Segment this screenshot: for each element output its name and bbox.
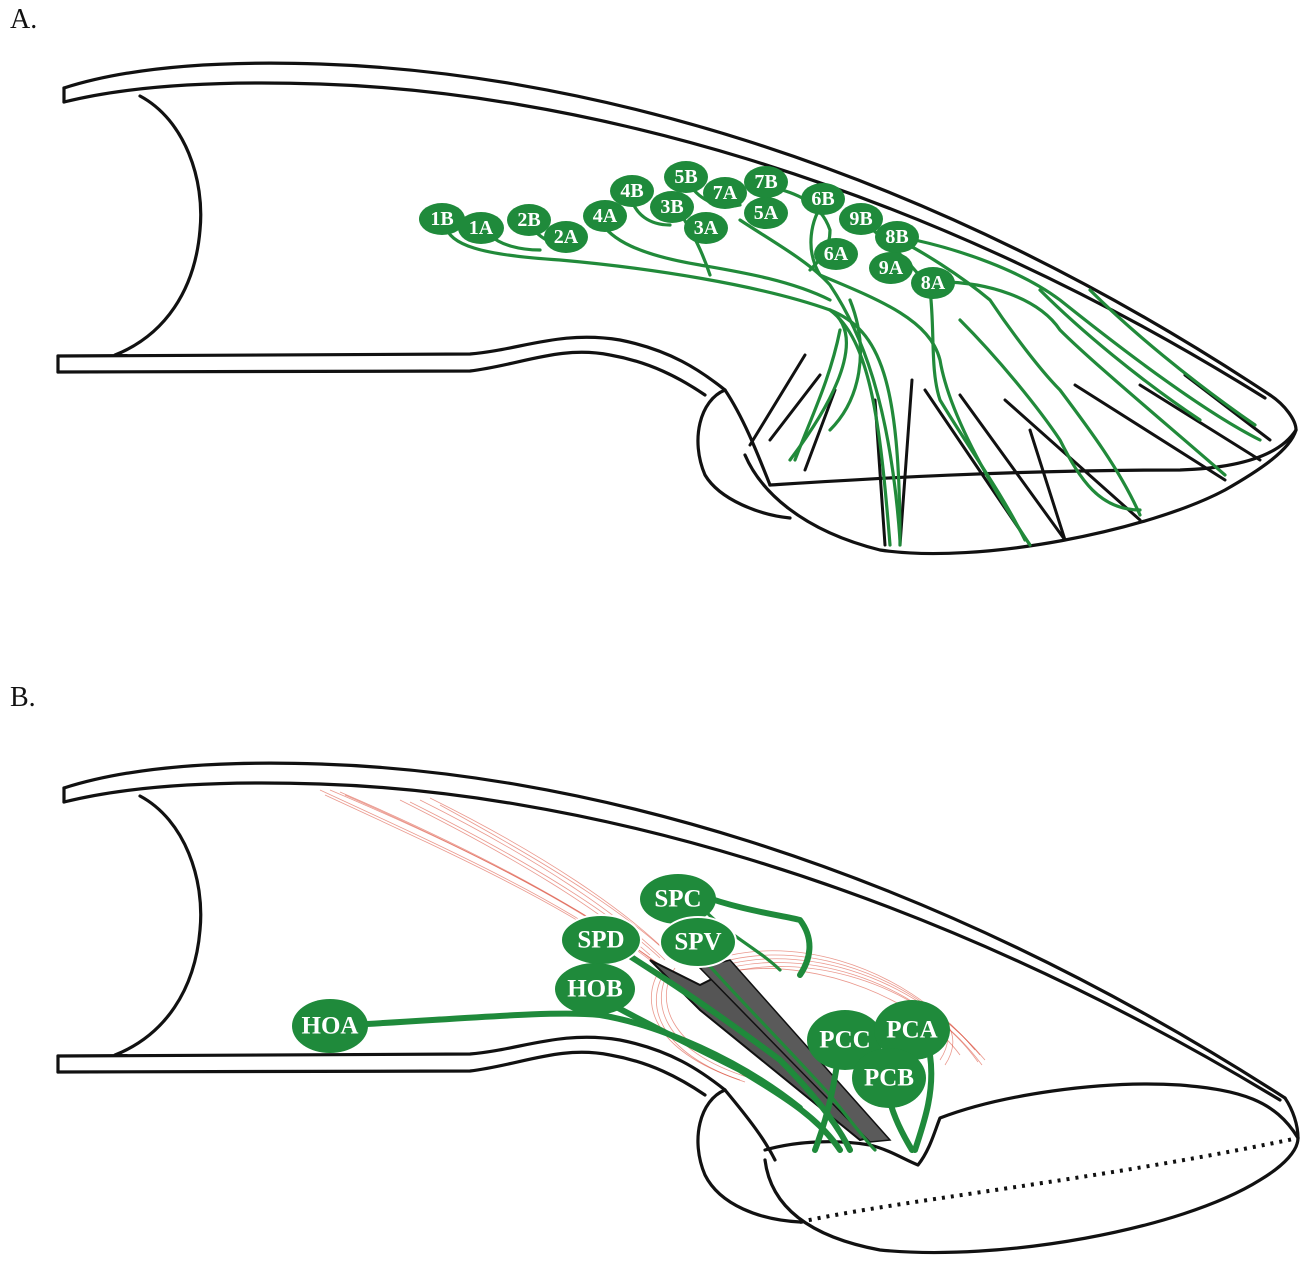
label-hoa: HOA <box>302 1013 359 1040</box>
label-hob: HOB <box>567 976 623 1003</box>
label-node-hoa: HOA <box>292 999 368 1053</box>
label-spc: SPC <box>654 886 701 913</box>
nerve-labels-b: SPC SPD SPV HOB HOA PCC PCA PCB <box>292 874 950 1108</box>
label-node-pcb: PCB <box>852 1048 926 1108</box>
label-node-hob: HOB <box>555 963 635 1015</box>
claw-outline-b <box>58 763 1298 1252</box>
label-spv: SPV <box>674 929 721 956</box>
label-pca: PCA <box>886 1017 937 1044</box>
label-spd: SPD <box>577 927 624 954</box>
label-node-spv: SPV <box>660 917 736 967</box>
label-node-spd: SPD <box>561 915 641 965</box>
label-pcb: PCB <box>864 1065 914 1092</box>
label-pcc: PCC <box>819 1027 870 1054</box>
